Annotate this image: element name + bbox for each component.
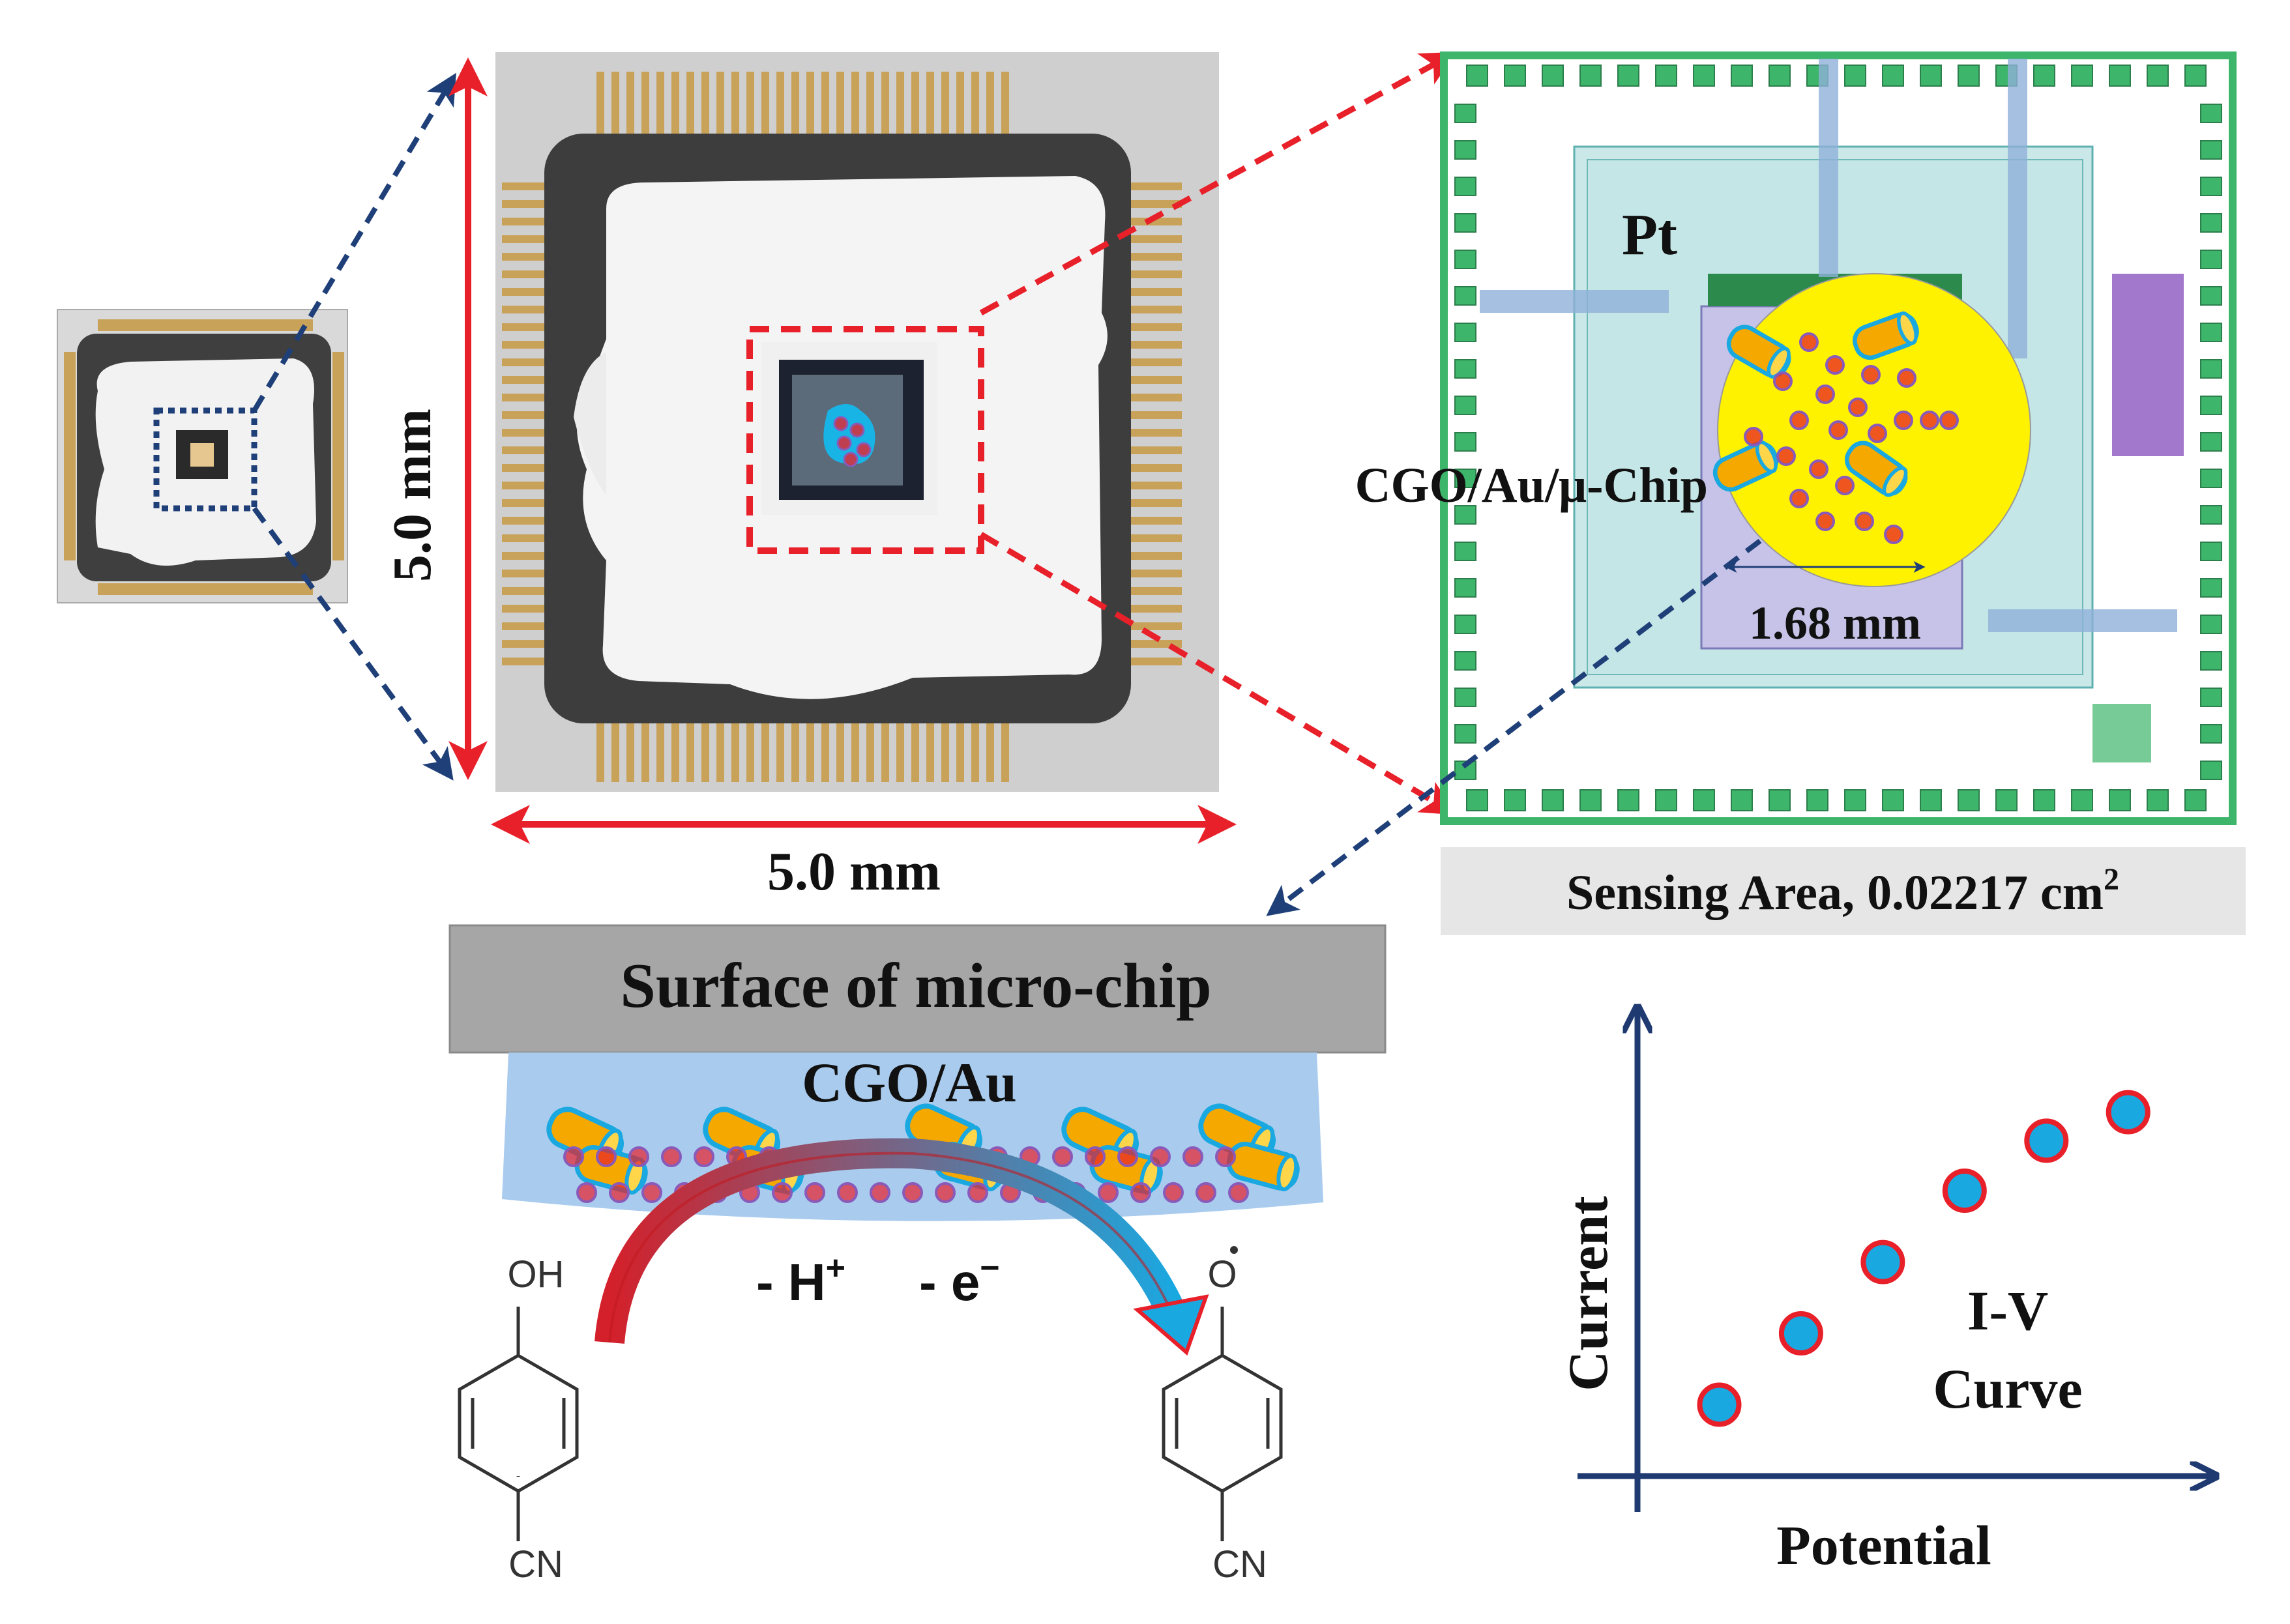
phenol-molecule: [458, 1307, 579, 1541]
sensing-area-text: Sensing Area, 0.02217 cm: [1566, 865, 2104, 920]
electron-loss-label: - e: [919, 1253, 980, 1311]
y-axis-label: Current: [1557, 1196, 1619, 1391]
iv-data-point: [2024, 1118, 2069, 1163]
iv-chart: Current Potential I-V Curve: [1557, 1007, 2216, 1576]
iv-data-point: [1697, 1382, 1742, 1427]
phenoxyl-cn-label: CN: [1212, 1543, 1267, 1586]
cgo-au-label: CGO/Au: [802, 1051, 1017, 1114]
x-axis-label: Potential: [1776, 1514, 1991, 1576]
surface-label: Surface of micro-chip: [620, 951, 1211, 1021]
iv-data-point: [1778, 1311, 1823, 1356]
blue-detail-arrow: [1266, 538, 1762, 916]
proton-loss-label: - H: [756, 1253, 826, 1311]
blue-zoom-arrows: [252, 72, 456, 781]
sensing-area-box: Sensing Area, 0.02217 cm2: [1441, 847, 2246, 935]
large-chip-photo: [495, 52, 1219, 792]
horizontal-dimension: 5.0 mm: [491, 805, 1237, 902]
phenoxyl-o-label: O: [1207, 1253, 1237, 1296]
electron-superscript: −: [980, 1249, 999, 1287]
iv-data-point: [2106, 1090, 2151, 1135]
proton-superscript: +: [826, 1249, 845, 1287]
chip-pins: [502, 72, 1182, 782]
chart-title-line-1: I-V: [1967, 1279, 2048, 1342]
svg-text:- e−: - e−: [919, 1249, 1000, 1311]
phenoxyl-molecule: [1162, 1307, 1283, 1541]
phenol-oh-label: OH: [508, 1253, 565, 1296]
svg-text:Sensing Area, 0.02217 cm2: Sensing Area, 0.02217 cm2: [1566, 862, 2119, 920]
vertical-dimension-label: 5.0 mm: [382, 409, 443, 582]
iv-data-point: [1942, 1168, 1987, 1213]
iv-data-point: [1860, 1240, 1905, 1284]
chart-title-line-2: Curve: [1933, 1357, 2082, 1420]
svg-text:- H+: - H+: [756, 1249, 845, 1311]
pt-label: Pt: [1622, 203, 1677, 267]
chip-layout: Pt CGO/Au/μ-Chip 1.68 mm: [1355, 51, 2237, 825]
horizontal-dimension-label: 5.0 mm: [767, 841, 941, 902]
diameter-label: 1.68 mm: [1749, 597, 1921, 649]
sensing-area-superscript: 2: [2104, 862, 2119, 897]
small-chip-photo: [57, 309, 348, 603]
cgo-chip-label: CGO/Au/μ-Chip: [1355, 458, 1708, 513]
phenol-cn-label: CN: [508, 1543, 563, 1586]
red-zoom-arrows: [979, 51, 1457, 815]
oxidation-reaction: - H+ - e− OH CN O CN: [458, 1138, 1283, 1586]
radical-dot: [1230, 1246, 1238, 1254]
vertical-dimension: 5.0 mm: [382, 57, 488, 780]
surface-diagram: Surface of micro-chip CGO/Au: [448, 924, 1387, 1221]
